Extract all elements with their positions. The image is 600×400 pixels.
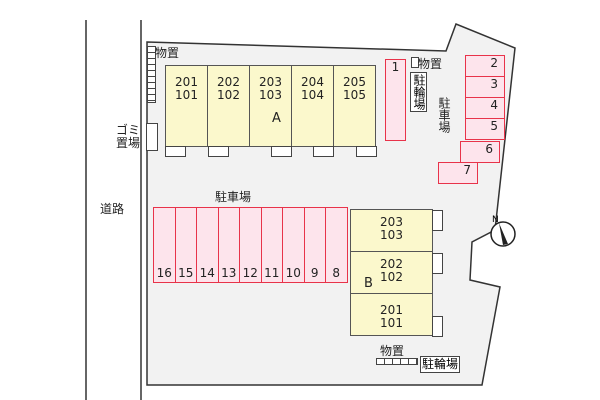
space-number: 5 [490, 119, 498, 133]
unit-number: 202 102 [380, 257, 403, 284]
space-number: 10 [285, 266, 301, 280]
balcony-step [271, 146, 292, 157]
space-number: 6 [485, 142, 493, 156]
storage-label: 物置 [380, 344, 405, 358]
road-label: 道路 [100, 202, 125, 216]
parking-space-5: 5 [465, 118, 505, 140]
parking-space-16: 16 [153, 207, 176, 283]
unit-number: 203 103 [259, 75, 282, 102]
storage-shed [147, 46, 156, 103]
unit-201-101: 201 101 [165, 65, 208, 147]
compass-north-icon: N [490, 215, 516, 247]
space-number: 14 [199, 266, 215, 280]
garbage-area [146, 123, 158, 151]
parking-space-13: 13 [217, 207, 240, 283]
unit-203-103: 203 103 [249, 65, 292, 147]
parking-label-right: 駐車場 [437, 97, 451, 133]
space-number: 13 [221, 266, 237, 280]
parking-label: 駐車場 [215, 190, 252, 204]
parking-space-4: 4 [465, 97, 505, 119]
unit-202-102: 202 102 [350, 251, 433, 294]
space-number: 4 [490, 98, 498, 112]
space-number: 8 [332, 266, 341, 280]
building-b-label: B [364, 276, 373, 291]
parking-space-11: 11 [260, 207, 283, 283]
space-number: 2 [490, 56, 498, 70]
bike-parking-label: 駐輪場 [410, 72, 427, 112]
parking-space-6: 6 [460, 141, 500, 163]
space-number: 11 [264, 266, 280, 280]
unit-202-102: 202 102 [207, 65, 250, 147]
parking-space-7: 7 [438, 162, 478, 184]
garbage-area-label: ゴミ置場 [116, 123, 141, 150]
unit-number: 201 101 [175, 75, 198, 102]
balcony-step [432, 316, 443, 337]
balcony-step [356, 146, 377, 157]
balcony-step [313, 146, 334, 157]
parking-space-3: 3 [465, 76, 505, 98]
compass-label: N [492, 215, 499, 225]
space-number: 1 [391, 60, 400, 74]
balcony-step [165, 146, 186, 157]
parking-space-12: 12 [239, 207, 262, 283]
space-number: 12 [242, 266, 258, 280]
space-number: 7 [463, 163, 471, 177]
parking-space-1: 1 [385, 59, 406, 141]
unit-205-105: 205 105 [333, 65, 376, 147]
storage-shed [376, 358, 418, 365]
unit-number: 201 101 [380, 303, 403, 330]
parking-space-8: 8 [325, 207, 348, 283]
building-a-label: A [272, 111, 281, 126]
storage-label: 物置 [418, 57, 443, 71]
space-number: 15 [178, 266, 194, 280]
balcony-step [432, 253, 443, 274]
unit-number: 203 103 [380, 215, 403, 242]
parking-space-15: 15 [174, 207, 197, 283]
storage-label: 物置 [155, 46, 180, 60]
space-number: 9 [310, 266, 319, 280]
unit-201-101: 201 101 [350, 293, 433, 336]
unit-number: 202 102 [217, 75, 240, 102]
unit-204-104: 204 104 [291, 65, 334, 147]
balcony-step [432, 210, 443, 231]
unit-203-103: 203 103 [350, 209, 433, 252]
unit-number: 204 104 [301, 75, 324, 102]
parking-space-2: 2 [465, 55, 505, 77]
space-number: 3 [490, 77, 498, 91]
parking-space-10: 10 [282, 207, 305, 283]
parking-space-9: 9 [303, 207, 326, 283]
unit-number: 205 105 [343, 75, 366, 102]
balcony-step [208, 146, 229, 157]
parking-space-14: 14 [196, 207, 219, 283]
storage-shed [411, 57, 419, 68]
bike-parking-label: 駐輪場 [420, 356, 461, 373]
space-number: 16 [156, 266, 172, 280]
